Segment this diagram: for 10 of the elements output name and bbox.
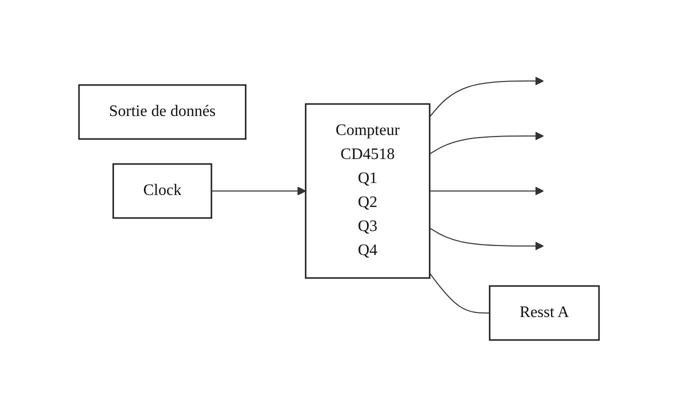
arrow (428, 132, 544, 154)
arrow (210, 186, 306, 196)
connector (428, 272, 490, 314)
arrow (428, 228, 544, 250)
node-box: Sortie de donnés (78, 84, 246, 140)
arrow (428, 76, 544, 118)
node-box: Compteur CD4518 Q1 Q2 Q3 Q4 (304, 103, 430, 279)
node-box: Clock (112, 163, 212, 219)
arrow (428, 186, 544, 196)
node-box: Resst A (488, 285, 600, 341)
